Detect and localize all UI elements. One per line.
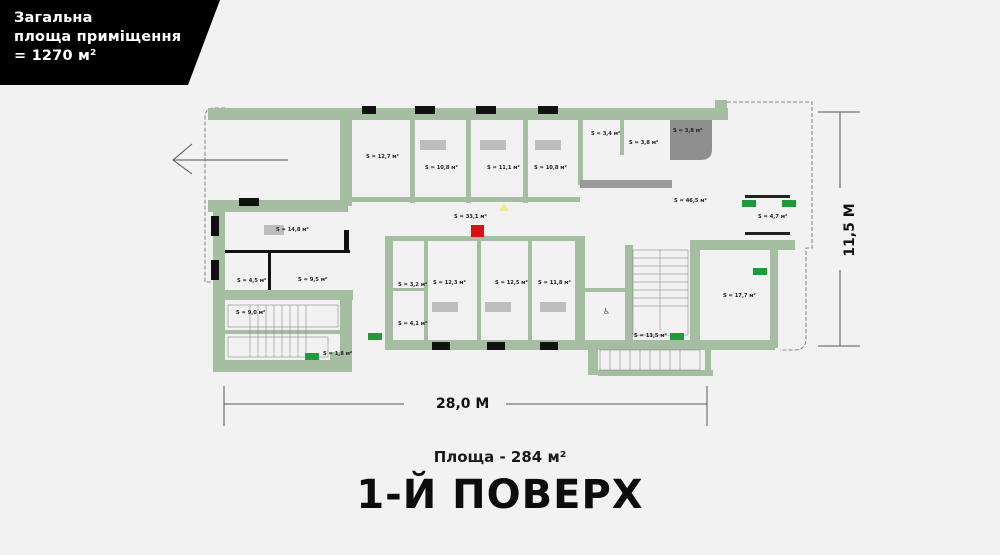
stairs-left [227,304,339,358]
room-label: S = 33,1 м² [454,214,487,220]
room-labels: S = 12,7 м² S = 10,8 м² S = 11,1 м² S = … [236,128,787,357]
room-label: S = 9,5 м² [298,277,327,283]
exit-sign-icon [742,200,756,207]
room-label: S = 14,8 м² [276,227,309,233]
exit-sign-icon [753,268,767,275]
room-label: S = 11,8 м² [538,280,571,286]
room-label: S = 17,7 м² [723,293,756,299]
windows [211,106,558,350]
total-area-banner: Загальна площа приміщення = 1270 м² [0,0,225,85]
room-label: S = 9,0 м² [236,310,265,316]
room-label: S = 3,8 м² [629,140,658,146]
exit-sign-icon [305,353,319,360]
floor-title: 1-Й ПОВЕРХ [356,472,644,518]
stairs-right [599,249,701,371]
accessible-icon: ♿ [603,307,610,316]
room-label: S = 12,7 м² [366,154,399,160]
room-label: S = 12,3 м² [433,280,466,286]
room-label: S = 4,7 м² [758,214,787,220]
room-label: S = 10,8 м² [534,165,567,171]
exit-sign-icon [782,200,796,207]
banner-shape [0,0,220,85]
room-label: S = 4,1 м² [398,321,427,327]
room-label: S = 3,4 м² [591,131,620,137]
furniture [264,140,566,312]
room-label: S = 3,8 м² [673,128,702,134]
terrace-outline-left [204,107,225,283]
total-area-line-2: площа приміщення [14,29,182,45]
exit-signs [305,200,796,360]
room-label: S = 4,5 м² [237,278,266,284]
room-label: S = 1,8 м² [323,351,352,357]
room-label: S = 13,5 м² [634,333,667,339]
exit-sign-icon [368,333,382,340]
fire-extinguisher-icon [471,225,484,237]
room-label: S = 3,2 м² [398,282,427,288]
total-area-line-3: = 1270 м² [14,48,97,64]
entrance-arrow-icon [172,143,288,175]
room-label: S = 11,1 м² [487,165,520,171]
height-dimension-label: 11,5 М [842,203,858,257]
exit-sign-icon [670,333,684,340]
total-area-text: Загальна площа приміщення = 1270 м² [14,9,181,66]
floor-area-label: Площа - 284 м² [433,448,567,466]
room-label: S = 12,5 м² [495,280,528,286]
total-area-line-1: Загальна [14,10,93,26]
reception-counter [670,120,712,160]
room-label: S = 10,8 м² [425,165,458,171]
dimension-width [223,386,708,426]
terrace-outline-right [727,101,813,351]
room-label: S = 46,5 м² [674,198,707,204]
dimension-height [818,111,860,347]
warning-icon [499,203,509,211]
width-dimension-label: 28,0 М [436,396,490,412]
